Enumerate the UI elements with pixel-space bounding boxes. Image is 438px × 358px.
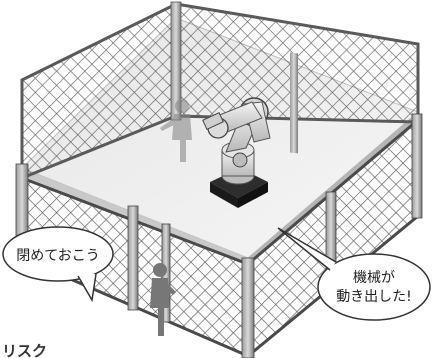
robot-arm [202,97,271,208]
speech-bubble-right: 機械が 動き出した! [277,227,431,321]
caption-partial: リスク [2,342,47,358]
worker-background [160,99,192,162]
speech-left-text: 閉めておこう [16,248,100,264]
speech-bubble-left: 閉めておこう [2,226,114,303]
worker-at-door [150,263,176,336]
post-right [411,113,423,219]
speech-right-line1: 機械が [353,270,395,286]
post-mid-left [127,205,139,311]
post-front-corner [241,257,255,358]
speech-right-line2: 動き出した! [336,289,412,305]
